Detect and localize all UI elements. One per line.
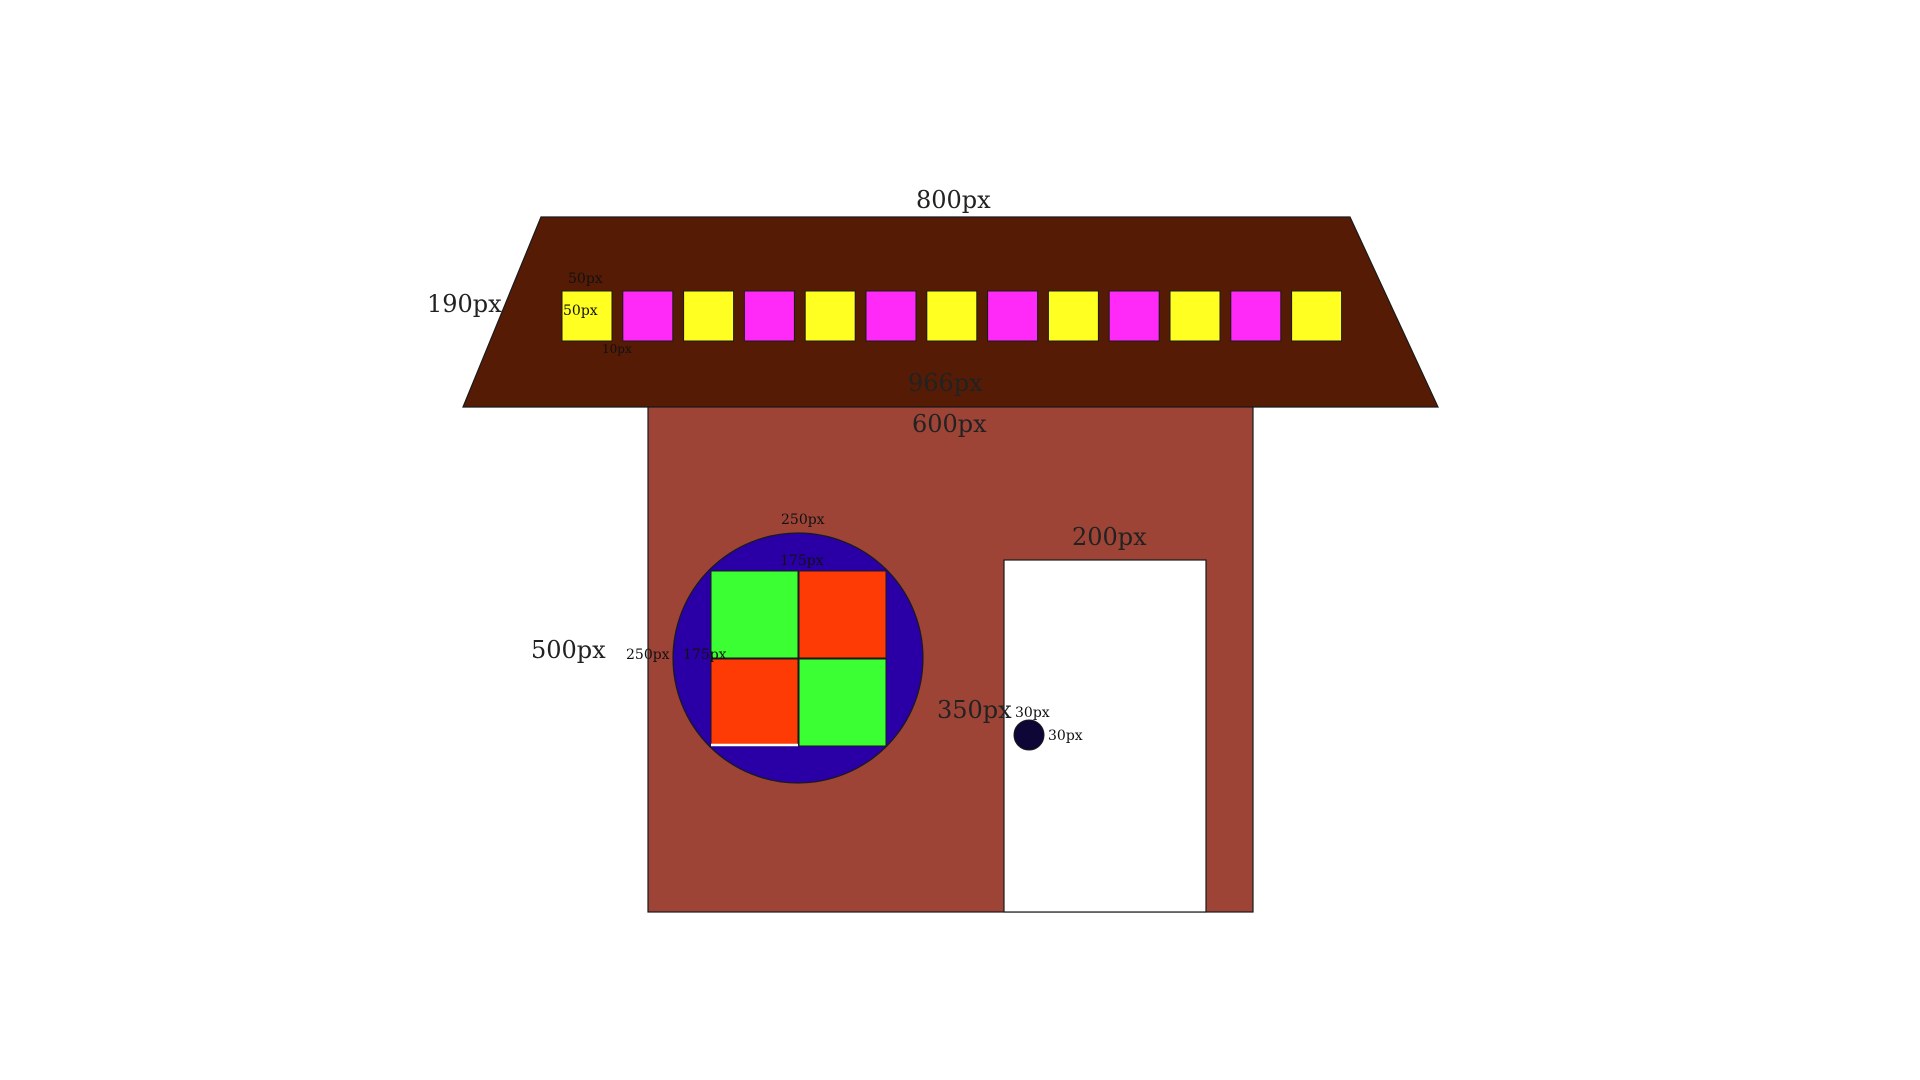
knob-height-label: 30px [1048,728,1083,744]
roof-tile-magenta [865,290,917,342]
roof-height-label: 190px [427,290,502,318]
wall-width-label: 600px [912,410,987,438]
pane-height-label: 175px [683,647,727,663]
knob-width-label: 30px [1015,705,1050,721]
roof-tile-magenta [1108,290,1160,342]
roof-top-width-label: 800px [916,186,991,214]
roof-tile-magenta [987,290,1039,342]
pane-width-label: 175px [780,553,824,569]
window-height-label: 250px [626,647,670,663]
roof-tile-magenta [743,290,795,342]
wall-height-label: 500px [531,636,606,664]
window-pane-green [710,570,799,659]
window-pane-red [710,658,799,747]
roof-tile-yellow [1047,290,1099,342]
tile-width-label: 50px [568,271,603,287]
window-width-label: 250px [781,512,825,528]
roof-tile-yellow [561,290,613,342]
tile-height-label: 50px [563,303,598,319]
door-height-label: 350px [937,696,1012,724]
doorknob [1013,719,1045,751]
window-pane-green [798,658,887,747]
roof-tile-magenta [1230,290,1282,342]
tile-gap-label: 10px [602,342,632,356]
roof-tile-magenta [622,290,674,342]
roof-tiles [561,290,1343,342]
window-panes [710,570,887,747]
window-pane-red [798,570,887,659]
door-width-label: 200px [1072,523,1147,551]
roof-bottom-width-label: 966px [908,369,983,397]
roof-tile-yellow [926,290,978,342]
roof-tile-yellow [1291,290,1343,342]
roof-tile-yellow [683,290,735,342]
roof-tile-yellow [804,290,856,342]
roof-tile-yellow [1169,290,1221,342]
